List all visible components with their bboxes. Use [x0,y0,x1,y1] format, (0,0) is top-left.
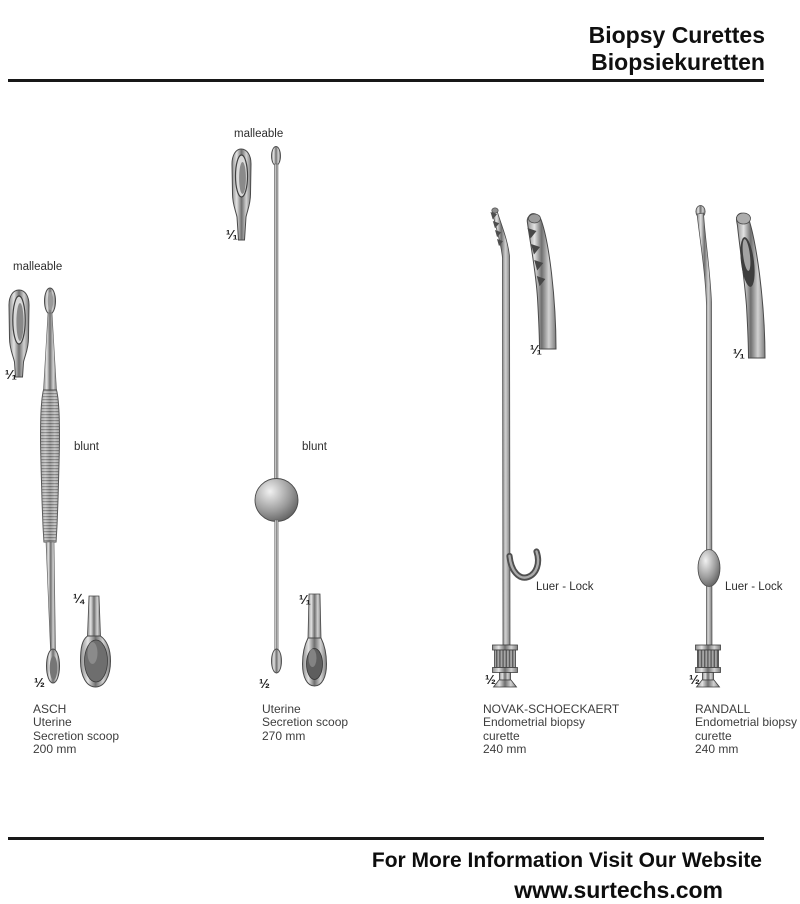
asch-tip-detail-inset [8,289,30,378]
novak-illustration [490,207,557,688]
caption-line: ASCH [33,702,67,716]
novak-instrument [490,207,542,688]
novak-tip-detail-inset [526,213,557,350]
randall-tip-detail-inset [735,212,766,359]
novak-luer-hub [492,644,518,688]
scale-uterine-270-bottom-detail: ¹⁄₁ [299,592,311,607]
randall-illustration [695,205,766,688]
caption-line: NOVAK-SCHOECKAERT [483,702,620,716]
caption-asch: ASCH Uterine Secretion scoop 200 mm [33,702,120,756]
caption-novak: NOVAK-SCHOECKAERT Endometrial biopsy cur… [483,702,620,756]
scale-novak-tip-detail: ¹⁄₁ [530,342,542,357]
caption-line: Secretion scoop [33,728,120,743]
caption-line: Secretion scoop [262,715,349,730]
caption-line: Uterine [262,702,301,716]
footer-website-url: www.surtechs.com [514,877,723,903]
footer-divider [8,837,764,840]
annotation-blunt-uterine-270: blunt [302,441,327,453]
scale-randall-overall: ½ [689,672,700,687]
scale-asch-tip-detail: ¹⁄₁ [5,367,17,382]
annotation-blunt-asch: blunt [74,441,99,453]
header-divider [8,79,764,82]
scale-uterine-270-overall: ½ [259,676,270,691]
asch-instrument [40,287,60,684]
uterine-270-illustration [231,146,328,687]
caption-line: Endometrial biopsy [695,715,798,730]
page-title: Biopsy Curettes Biopsiekuretten [589,22,765,76]
randall-bulb [697,549,721,587]
scale-uterine-270-tip-detail: ¹⁄₁ [226,227,238,242]
page-title-de: Biopsiekuretten [591,49,765,75]
scale-asch-spoon-detail: ¼ [73,591,84,606]
scale-novak-overall: ½ [485,672,496,687]
caption-uterine-270: Uterine Secretion scoop 270 mm [262,702,349,743]
annotation-luer-lock-randall: Luer - Lock [725,581,783,593]
asch-spoon-detail-inset [79,595,112,688]
annotation-malleable-uterine-270: malleable [234,128,284,140]
footer-info-text: For More Information Visit Our Website [371,849,762,872]
caption-line: curette [695,728,732,743]
page-title-en: Biopsy Curettes [588,22,765,48]
randall-instrument [695,205,721,688]
uterine-270-tip-detail-inset [231,148,252,241]
caption-randall: RANDALL Endometrial biopsy curette 240 m… [695,702,798,756]
asch-illustration [8,287,112,688]
caption-line: Uterine [33,715,72,730]
caption-line: curette [483,728,520,743]
uterine-270-bottom-detail-inset [301,593,328,687]
caption-line: 240 mm [695,741,739,756]
caption-line: 270 mm [262,728,306,743]
randall-luer-hub [695,644,721,688]
caption-line: RANDALL [695,702,751,716]
scale-randall-tip-detail: ¹⁄₁ [733,346,745,361]
caption-line: 200 mm [33,741,77,756]
caption-line: 240 mm [483,741,527,756]
caption-line: Endometrial biopsy [483,715,586,730]
annotation-luer-lock-novak: Luer - Lock [536,581,594,593]
scale-asch-overall: ½ [34,675,45,690]
uterine-270-instrument [254,146,299,674]
annotation-malleable-asch: malleable [13,261,63,273]
